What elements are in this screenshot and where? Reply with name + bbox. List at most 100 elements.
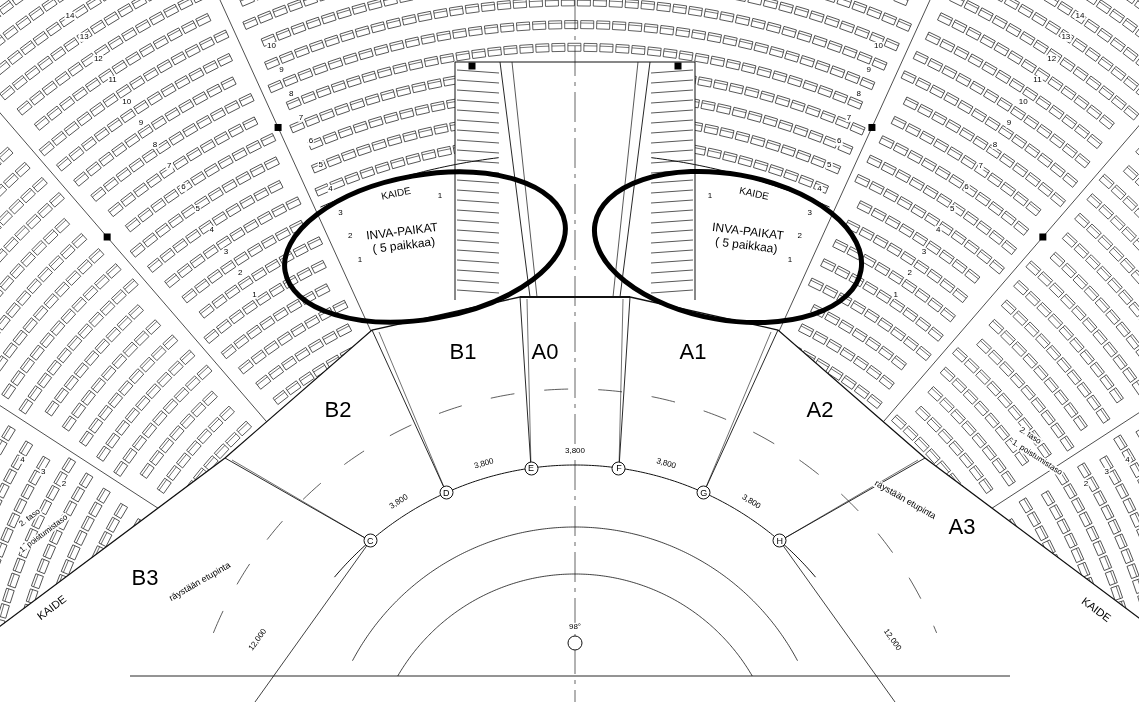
seat [79,473,93,488]
seat [1101,505,1114,520]
seat-outline [0,604,9,619]
seat [3,588,15,603]
seat [998,393,1013,408]
seat [1067,599,1079,614]
seat [903,336,918,350]
seat [1034,576,1046,591]
seat-outline [230,227,245,241]
seat [1127,564,1139,579]
seat-outline [982,445,996,460]
seat [153,411,168,426]
seat [928,387,943,402]
seat-outline [1028,561,1041,576]
seat-outline [940,278,955,292]
seat [103,653,114,668]
seat [64,375,78,390]
seat-outline [1008,405,1022,420]
seat-outline [140,463,154,478]
seat [1073,415,1087,430]
seat-outline [1108,519,1121,534]
seat-outline [1064,484,1077,499]
seat [963,389,978,404]
seat-outline [142,423,156,438]
seat-outline [123,342,138,357]
seat [118,381,133,396]
seat [1049,554,1062,569]
seat [469,141,483,151]
seat [914,260,929,274]
seat-outline [887,243,902,257]
seat [146,320,161,335]
seat-outline [106,327,121,342]
seat [982,445,996,460]
seat [21,484,34,499]
seat [1130,512,1139,527]
seat-outline [915,288,930,302]
seat [146,384,161,399]
seat [1087,395,1101,410]
seat-outline [1123,498,1136,513]
seat-outline [902,279,917,293]
seat-outline [1001,300,1016,315]
seat-outline [1056,569,1068,584]
seat-outline [153,411,168,426]
seat-outline [927,269,942,283]
seat-outline [163,399,178,414]
seat [268,365,283,379]
seat [912,232,927,246]
seat [1054,390,1068,405]
seat-outline [1035,526,1048,541]
seat-outline [533,135,546,144]
seat [195,279,210,293]
seat-outline [800,350,815,363]
seat-outline [54,388,68,403]
seat [106,433,120,448]
seat [247,243,262,257]
seat [1071,548,1084,563]
seat-outline [97,446,111,461]
seat-outline [1110,670,1120,684]
seat [176,453,190,468]
seat [853,356,868,370]
seat-outline [891,356,906,370]
seat-outline [95,339,110,354]
seat [1064,484,1077,499]
seat [1019,598,1031,613]
seat-outline [1045,691,1055,702]
seat-outline [238,276,253,290]
seat-outline [129,305,144,320]
seat [84,351,99,366]
seat [1099,555,1111,570]
seat-outline [141,548,154,563]
seat [1046,606,1058,621]
seat-outline [1049,554,1062,569]
seat-outline [1130,512,1139,527]
seat-outline [197,429,212,444]
seat [354,340,369,353]
seat [1086,526,1099,541]
seat-outline [952,378,967,393]
seat [81,390,95,405]
seat-outline [988,350,1003,365]
seat-outline [81,390,95,405]
seat [0,483,9,498]
seat [174,387,189,402]
seat-outline [928,298,943,312]
seat [1001,471,1015,486]
seat-outline [879,375,894,389]
seat [1064,668,1075,682]
seat-outline [1057,357,1072,372]
seat-outline [146,320,161,335]
seat-outline [999,361,1014,376]
seat [814,358,829,372]
seat [915,288,930,302]
seat-outline [212,294,227,308]
seat-outline [132,435,146,450]
seat-outline [974,401,989,416]
seat-outline [927,417,942,432]
seat-outline [998,393,1013,408]
seat-outline [1067,370,1081,385]
seat [123,448,137,463]
seat [1008,405,1022,420]
